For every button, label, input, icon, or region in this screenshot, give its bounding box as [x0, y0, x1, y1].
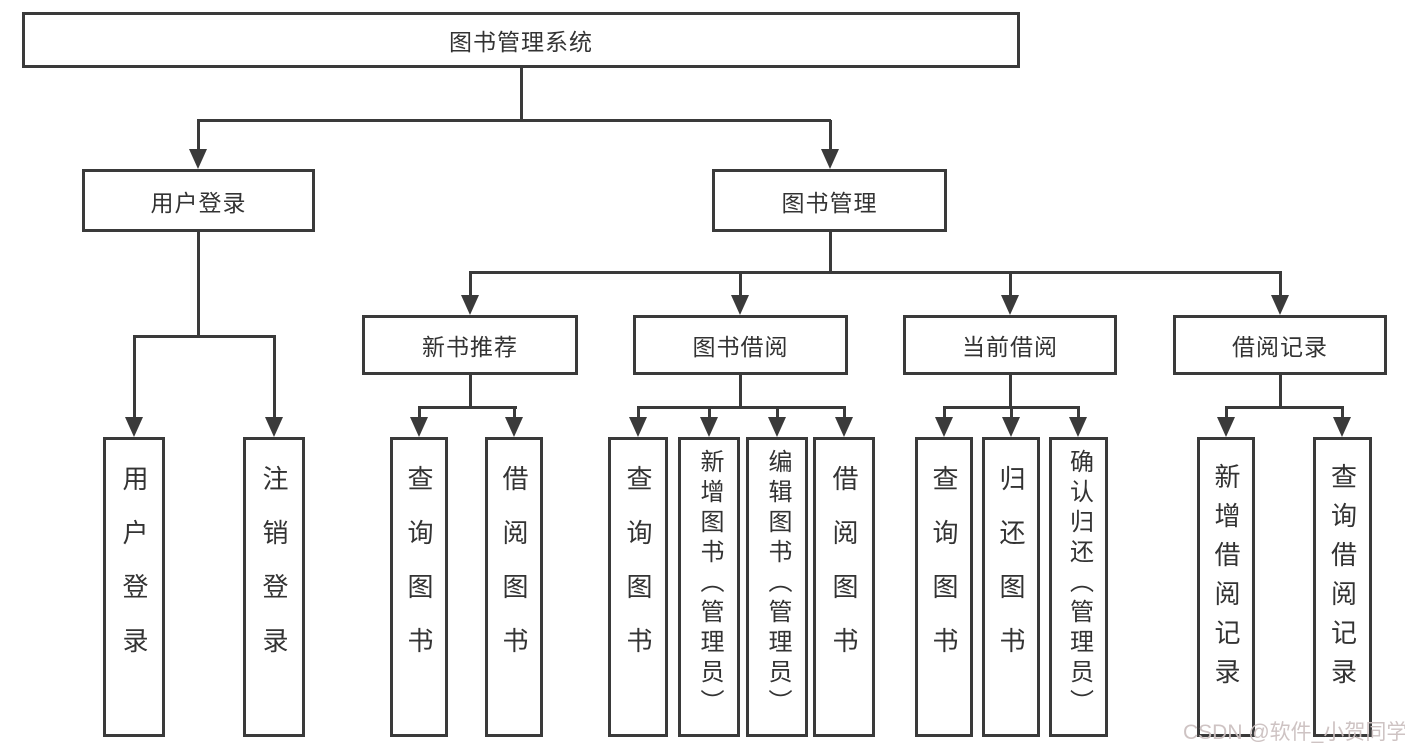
node-book-borrow: 图书借阅 — [633, 315, 848, 375]
leaf-return-books: 归还图书 — [982, 437, 1040, 737]
arrow-down-icon — [461, 295, 479, 315]
leaf-edit-book-admin: 编辑图书（管理员） — [746, 437, 808, 737]
connector-line — [513, 407, 516, 420]
node-label: 图书管理系统 — [449, 29, 593, 55]
connector-line — [1225, 406, 1344, 409]
connector-line — [1009, 375, 1012, 408]
connector-line — [133, 336, 136, 420]
leaf-label: 新增借阅记录 — [1211, 463, 1241, 697]
leaf-confirm-return-admin: 确认归还（管理员） — [1049, 437, 1108, 737]
arrow-down-icon — [821, 149, 839, 169]
leaf-user-login: 用户登录 — [103, 437, 165, 737]
connector-line — [197, 119, 831, 122]
arrow-down-icon — [935, 417, 953, 437]
connector-line — [776, 407, 779, 420]
leaf-logout: 注销登录 — [243, 437, 305, 737]
connector-line — [418, 406, 517, 409]
leaf-label: 查询图书 — [929, 465, 959, 681]
node-label: 图书管理 — [781, 189, 878, 216]
connector-line — [273, 336, 276, 420]
arrow-down-icon — [1333, 417, 1351, 437]
leaf-query-books-recommend: 查询图书 — [390, 437, 448, 737]
arrow-down-icon — [768, 417, 786, 437]
node-current-borrow: 当前借阅 — [903, 315, 1117, 375]
connector-line — [1009, 272, 1012, 298]
connector-line — [1010, 407, 1013, 420]
arrow-down-icon — [1069, 417, 1087, 437]
leaf-label: 查询图书 — [404, 465, 434, 681]
leaf-borrow-books: 借阅图书 — [813, 437, 875, 737]
connector-line — [943, 407, 946, 420]
arrow-down-icon — [125, 417, 143, 437]
leaf-label: 查询借阅记录 — [1327, 463, 1358, 697]
node-book-management: 图书管理 — [712, 169, 947, 232]
connector-line — [1341, 407, 1344, 420]
connector-line — [708, 407, 711, 420]
node-user-login: 用户登录 — [82, 169, 315, 232]
connector-line — [637, 406, 846, 409]
leaf-label: 编辑图书（管理员） — [764, 449, 791, 719]
arrow-down-icon — [1001, 295, 1019, 315]
arrow-down-icon — [700, 417, 718, 437]
node-new-book-recommend: 新书推荐 — [362, 315, 578, 375]
leaf-label: 用户登录 — [119, 465, 149, 681]
watermark: CSDN @软件_小贺同学 — [1183, 721, 1405, 744]
connector-line — [469, 271, 1282, 274]
node-label: 当前借阅 — [962, 334, 1058, 360]
leaf-label: 确认归还（管理员） — [1065, 449, 1093, 719]
connector-line — [1077, 407, 1080, 420]
leaf-add-book-admin: 新增图书（管理员） — [678, 437, 740, 737]
arrow-down-icon — [629, 417, 647, 437]
leaf-query-borrow-record: 查询借阅记录 — [1313, 437, 1372, 737]
leaf-add-borrow-record: 新增借阅记录 — [1197, 437, 1255, 737]
connector-line — [133, 335, 276, 338]
node-label: 图书借阅 — [692, 334, 789, 360]
arrow-down-icon — [505, 417, 523, 437]
leaf-borrow-books-recommend: 借阅图书 — [485, 437, 543, 737]
connector-line — [469, 272, 472, 298]
connector-line — [197, 232, 200, 337]
arrow-down-icon — [731, 295, 749, 315]
connector-line — [418, 407, 421, 420]
connector-line — [520, 68, 523, 122]
leaf-query-books-borrow: 查询图书 — [608, 437, 668, 737]
arrow-down-icon — [1271, 295, 1289, 315]
leaf-label: 注销登录 — [259, 465, 289, 681]
leaf-query-books-current: 查询图书 — [915, 437, 973, 737]
leaf-label: 查询图书 — [623, 465, 653, 681]
node-label: 借阅记录 — [1232, 334, 1328, 360]
connector-line — [843, 407, 846, 420]
arrow-down-icon — [835, 417, 853, 437]
arrow-down-icon — [189, 149, 207, 169]
connector-line — [1279, 272, 1282, 298]
node-borrow-records: 借阅记录 — [1173, 315, 1387, 375]
connector-line — [829, 232, 832, 273]
node-label: 新书推荐 — [422, 334, 518, 360]
connector-line — [829, 120, 832, 152]
connector-line — [637, 407, 640, 420]
arrow-down-icon — [265, 417, 283, 437]
node-label: 用户登录 — [150, 189, 247, 216]
leaf-label: 归还图书 — [996, 465, 1026, 681]
arrow-down-icon — [1002, 417, 1020, 437]
leaf-label: 借阅图书 — [499, 465, 529, 681]
connector-line — [1225, 407, 1228, 420]
connector-line — [739, 375, 742, 408]
connector-line — [1279, 375, 1282, 408]
arrow-down-icon — [410, 417, 428, 437]
connector-line — [197, 120, 200, 152]
arrow-down-icon — [1217, 417, 1235, 437]
leaf-label: 借阅图书 — [829, 465, 859, 681]
leaf-label: 新增图书（管理员） — [696, 449, 723, 719]
connector-line — [469, 375, 472, 408]
connector-line — [739, 272, 742, 298]
node-library-system: 图书管理系统 — [22, 12, 1020, 68]
